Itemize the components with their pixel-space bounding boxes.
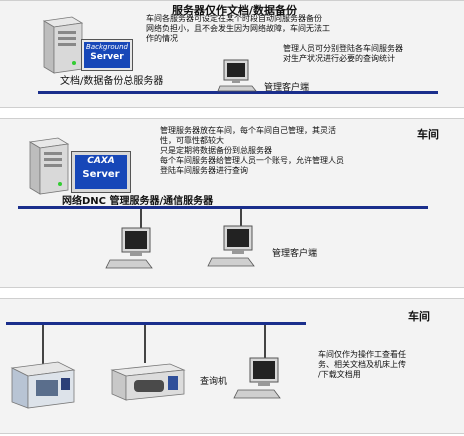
cnc-machine-icon (10, 361, 76, 409)
computer-icon (207, 225, 255, 267)
section1-network-bus (38, 91, 438, 94)
section2-note: 管理服务器放在车间，每个车间自己管理，其灵活 性，可靠性都较大 只是定期将数据备… (160, 126, 344, 175)
section2-client-caption: 管理客户端 (272, 249, 318, 259)
lathe-icon (110, 363, 186, 401)
section3-client-caption: 查询机 (200, 377, 228, 387)
section3-drop-line (264, 325, 266, 359)
section2-network-bus (18, 206, 428, 209)
server-tower-icon (42, 16, 84, 74)
section2-tag: 车间 (417, 128, 439, 141)
background-label: Background (86, 43, 128, 51)
server-label: Server (90, 52, 124, 62)
section3-drop-line (42, 325, 44, 365)
section3-drop-line (144, 325, 146, 363)
computer-icon (105, 227, 153, 269)
caxa-server-badge: CAXA Server (72, 152, 130, 192)
section3-tag: 车间 (408, 310, 430, 323)
section1-client-note: 管理人员可分别登陆各车间服务器 对生产状况进行必要的查询统计 (283, 44, 403, 63)
section-shopfloor-panel (0, 298, 464, 434)
caxa-server-label: Server (82, 169, 120, 180)
monitor-icon (217, 59, 257, 92)
computer-icon (233, 357, 281, 399)
background-server-badge: Background Server (82, 40, 132, 70)
section1-title: 服务器仅作文档/数据备份 (172, 4, 298, 17)
section2-drop-line (140, 209, 142, 229)
section3-note: 车间仅作为操作工查看任 务、相关文档及机床上传 /下载文档用 (318, 350, 406, 379)
section1-server-note: 车间各服务器可设定在某个时段自动向服务器备份 网络负担小，且不会发生因为网络故障… (146, 14, 330, 43)
section2-server-caption: 网络DNC 管理服务器/通信服务器 (62, 196, 214, 207)
section3-network-bus (6, 322, 306, 325)
caxa-label: CAXA (87, 156, 115, 166)
section1-client-caption: 管理客户端 (264, 83, 310, 93)
section1-server-caption: 文档/数据备份总服务器 (60, 76, 164, 87)
server-tower-icon (28, 137, 70, 195)
section2-drop-line (240, 209, 242, 229)
